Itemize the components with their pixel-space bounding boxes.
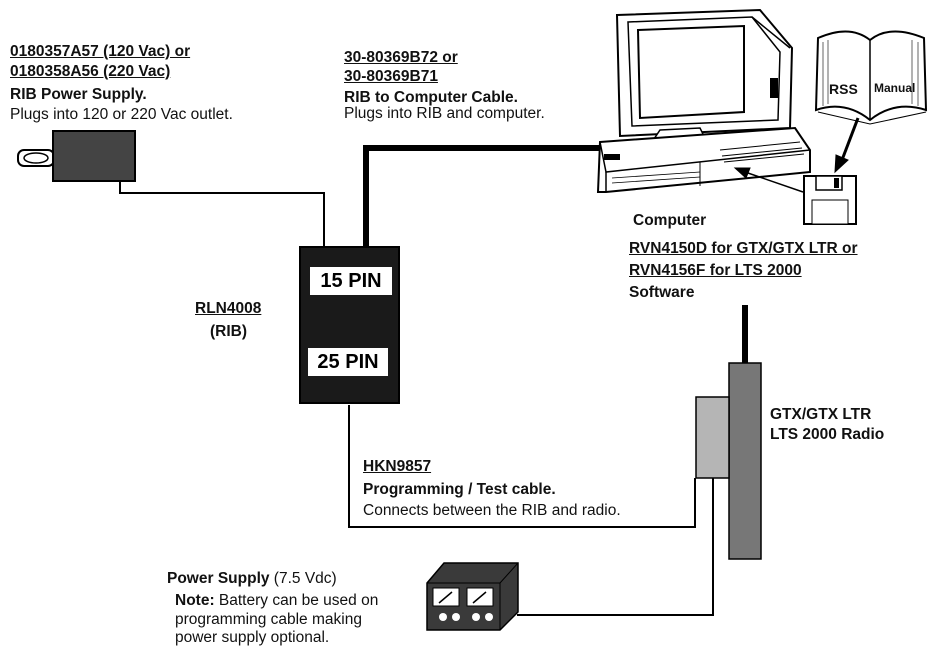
psu-part-120: 0180357A57 (120 Vac) or	[10, 43, 191, 60]
radio-label-1: GTX/GTX LTR	[770, 406, 872, 423]
rib-to-computer-cable	[363, 145, 600, 247]
bench-psu-title: Power Supply	[167, 570, 270, 587]
radio-label-2: LTS 2000 Radio	[770, 426, 885, 443]
psu-desc: Plugs into 120 or 220 Vac outlet.	[10, 106, 233, 123]
software-part-gtx: RVN4150D for GTX/GTX LTR or	[629, 240, 858, 257]
rib-name: (RIB)	[210, 323, 248, 340]
bench-psu-heading: Power Supply (7.5 Vdc)	[167, 569, 337, 588]
psu-title: RIB Power Supply.	[10, 86, 147, 103]
note-label: Note:	[175, 592, 215, 609]
note-line-1: Battery can be used on	[214, 592, 379, 609]
note-line-2: programming cable making	[175, 611, 362, 628]
manual-book-label: Manual	[874, 81, 916, 95]
rib-25-pin-label: 25 PIN	[308, 348, 388, 376]
note-line-3: power supply optional.	[175, 629, 330, 646]
programming-cable	[348, 405, 696, 528]
software-part-lts: RVN4156F for LTS 2000	[629, 262, 802, 279]
prog-cable-desc: Connects between the RIB and radio.	[363, 502, 621, 519]
cable-part-b72: 30-80369B72 or	[344, 49, 458, 66]
manual-book-icon	[814, 30, 928, 125]
cable-part-b71: 30-80369B71	[344, 68, 438, 85]
computer-illustration	[596, 8, 811, 193]
radio	[695, 362, 762, 560]
prog-cable-part: HKN9857	[363, 458, 432, 475]
rss-book-label: RSS	[829, 81, 858, 97]
software-label: Software	[629, 284, 695, 301]
bench-psu-voltage: (7.5 Vdc)	[269, 570, 337, 587]
floppy-disk-icon	[803, 175, 857, 225]
rib-15-pin-label: 15 PIN	[310, 267, 392, 295]
cable-title: RIB to Computer Cable.	[344, 89, 518, 106]
prog-cable-title: Programming / Test cable.	[363, 481, 556, 498]
arrows	[733, 117, 860, 193]
bench-psu-note: Note: Battery can be used on	[175, 591, 378, 610]
psu-to-rib-wire	[119, 181, 325, 247]
rib-power-supply	[17, 130, 136, 182]
rib-model: RLN4008	[195, 300, 262, 317]
computer-label: Computer	[633, 212, 707, 229]
bench-power-supply	[426, 562, 519, 631]
psu-part-220: 0180358A56 (220 Vac)	[10, 63, 171, 80]
bench-psu-wire	[517, 478, 714, 616]
cables	[119, 145, 748, 616]
cable-desc: Plugs into RIB and computer.	[344, 105, 545, 122]
